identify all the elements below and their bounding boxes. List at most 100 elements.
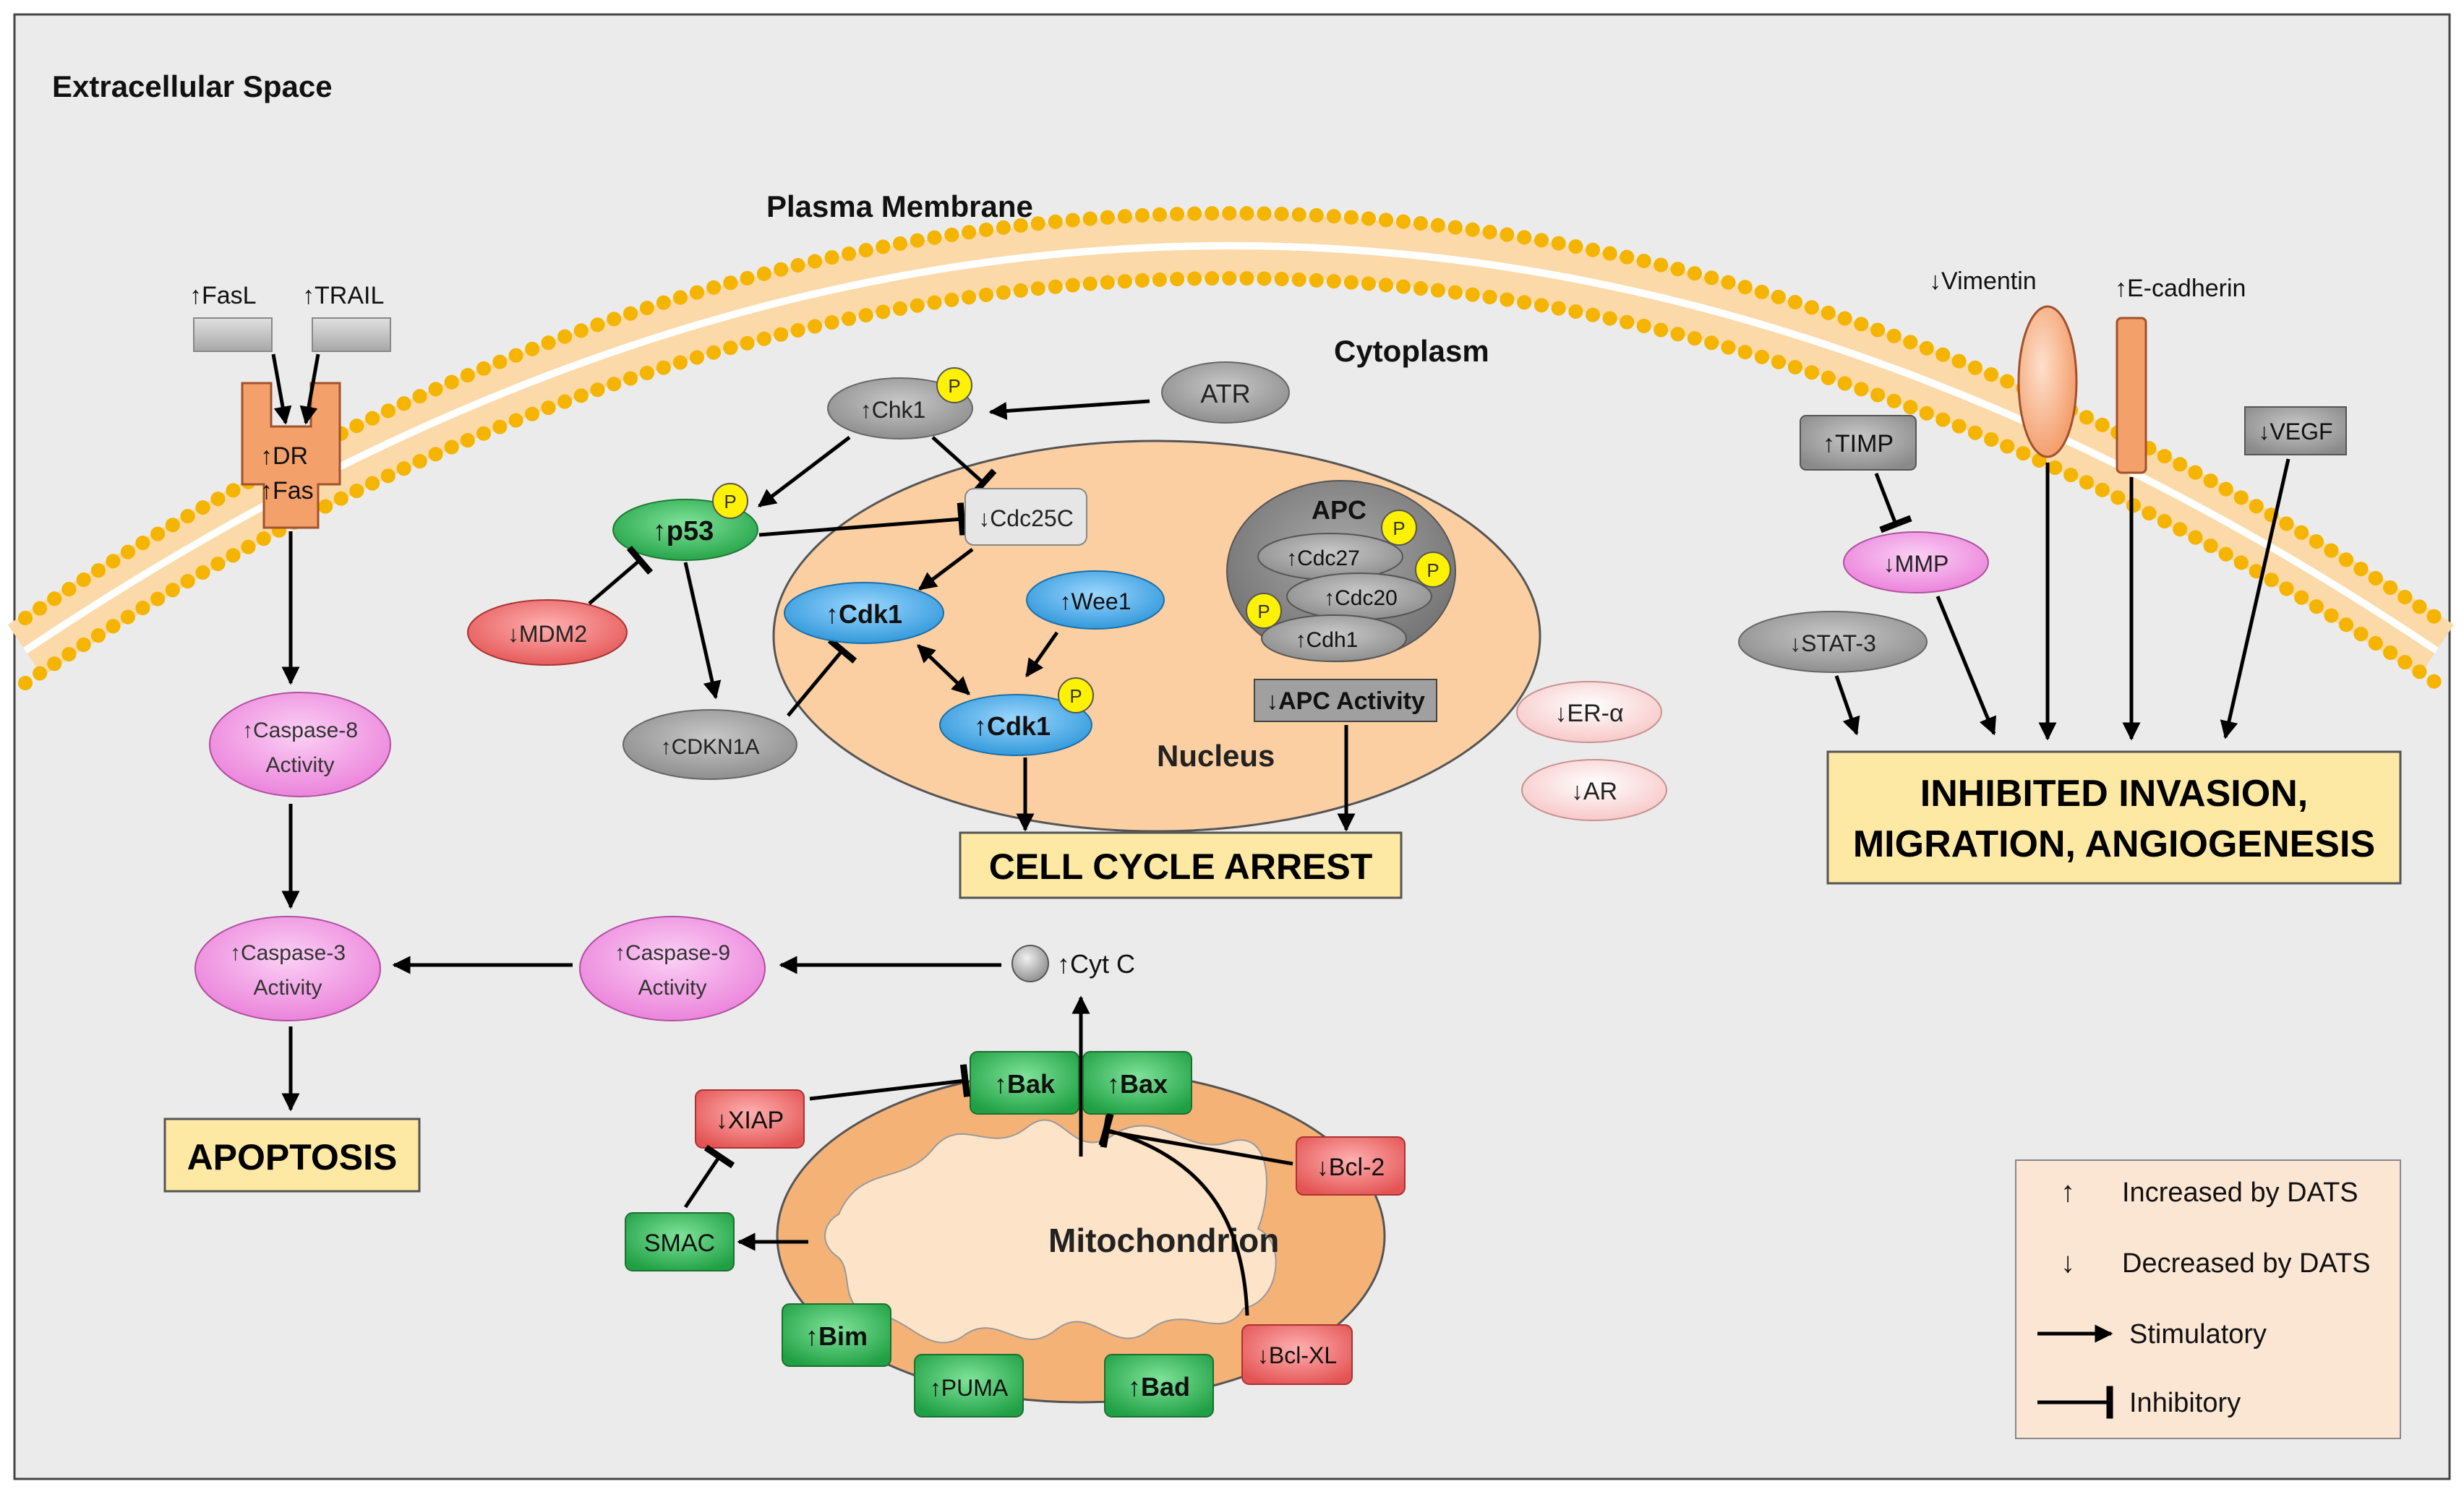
fasl-ligand	[193, 317, 273, 352]
smac-label: SMAC	[644, 1230, 715, 1257]
vegf-label: ↓VEGF	[2258, 419, 2332, 445]
cdk1-node-a	[784, 582, 944, 644]
bim-node	[782, 1303, 891, 1367]
caspase-3-activity: Activity	[253, 976, 322, 1000]
apoptosis-label: APOPTOSIS	[187, 1137, 398, 1178]
invasion-outcome-line2: MIGRATION, ANGIOGENESIS	[1853, 823, 2375, 865]
bim-label: ↑Bim	[805, 1321, 868, 1351]
bclxl-label: ↓Bcl-XL	[1257, 1342, 1337, 1368]
puma-node	[914, 1354, 1024, 1417]
ar-label: ↓AR	[1571, 778, 1617, 805]
cytc-label: ↑Cyt C	[1057, 949, 1135, 979]
caspase-9-activity: Activity	[638, 976, 706, 1000]
chk1-phospho-icon	[936, 367, 972, 403]
caspase-9-node	[579, 916, 766, 1021]
cdk1-a-label: ↑Cdk1	[826, 599, 902, 629]
p53-phospho-icon	[712, 483, 748, 519]
label-extracellular: Extracellular Space	[52, 69, 333, 103]
mdm2-label: ↓MDM2	[508, 621, 587, 647]
caspase-3-label: ↑Caspase-3	[230, 941, 346, 965]
legend-down-icon: ↓	[2061, 1247, 2075, 1279]
cdc20-label: ↑Cdc20	[1324, 586, 1398, 610]
chk1-node	[827, 377, 973, 439]
cdh1-phospho-label: P	[1257, 601, 1270, 622]
bax-node	[1082, 1051, 1192, 1115]
apc-activity-box	[1254, 679, 1437, 722]
mdm2-node	[467, 599, 628, 666]
bclxl-node	[1241, 1324, 1353, 1385]
ar-node	[1521, 759, 1667, 821]
p53-label: ↑p53	[653, 516, 714, 546]
cytochrome-c-icon	[1011, 945, 1049, 982]
cdh1-label: ↑Cdh1	[1296, 628, 1359, 652]
ecadherin-label: ↑E-cadherin	[2115, 275, 2246, 302]
legend-increased: Increased by DATS	[2122, 1178, 2358, 1208]
caspase-8-label: ↑Caspase-8	[242, 719, 358, 742]
cdc27-phospho-label: P	[1393, 518, 1405, 539]
smac-node	[625, 1212, 735, 1271]
mmp-node	[1843, 531, 1989, 593]
cdk1-node-b	[939, 694, 1092, 756]
atr-node	[1161, 361, 1290, 424]
bcl2-node	[1296, 1136, 1406, 1196]
cdc20-phospho-icon	[1415, 552, 1451, 588]
cdc27-label: ↑Cdc27	[1286, 546, 1360, 570]
cdh1-phospho-icon	[1246, 593, 1282, 629]
bad-label: ↑Bad	[1128, 1372, 1190, 1402]
bad-node	[1104, 1354, 1214, 1417]
caspase-3-node	[194, 916, 381, 1021]
p53-phospho-label: P	[724, 491, 736, 512]
chk1-label: ↑Chk1	[860, 397, 926, 423]
vegf-node	[2244, 406, 2347, 455]
cdkn1a-label: ↑CDKN1A	[661, 735, 760, 759]
ecadherin-protein	[2116, 317, 2147, 474]
legend-decreased: Decreased by DATS	[2122, 1248, 2371, 1279]
timp-label: ↑TIMP	[1823, 430, 1894, 458]
vimentin-label: ↓Vimentin	[1929, 267, 2037, 295]
legend-up-icon: ↑	[2061, 1176, 2075, 1208]
stat3-node	[1738, 611, 1928, 673]
atr-label: ATR	[1200, 379, 1250, 408]
apoptosis-outcome	[163, 1118, 421, 1193]
wee1-node	[1026, 570, 1165, 630]
fas-label: ↑Fas	[260, 477, 314, 505]
er-alpha-label: ↓ER-α	[1554, 700, 1623, 727]
invasion-outcome-line1: INHIBITED INVASION,	[1920, 773, 2308, 815]
label-mitochondrion: Mitochondrion	[1048, 1222, 1279, 1259]
cdkn1a-node	[623, 709, 797, 780]
xiap-node	[695, 1089, 805, 1149]
mmp-label: ↓MMP	[1883, 551, 1949, 577]
bax-label: ↑Bax	[1107, 1069, 1168, 1099]
chk1-phospho-label: P	[948, 375, 960, 397]
er-alpha-node	[1516, 681, 1662, 743]
trail-label: ↑TRAIL	[302, 282, 384, 309]
cdc25c-node	[964, 488, 1087, 546]
cdk1-phospho-icon	[1058, 677, 1094, 713]
cell-cycle-arrest-label: CELL CYCLE ARREST	[989, 846, 1373, 887]
cdk1-phospho-label: P	[1069, 685, 1082, 707]
cdc27-phospho-icon	[1381, 510, 1417, 546]
caspase-9-label: ↑Caspase-9	[615, 941, 730, 965]
bak-label: ↑Bak	[994, 1069, 1056, 1099]
cell-cycle-arrest-outcome	[959, 831, 1403, 899]
puma-label: ↑PUMA	[930, 1375, 1009, 1401]
fasl-label: ↑FasL	[189, 282, 257, 309]
timp-node	[1800, 415, 1917, 471]
wee1-label: ↑Wee1	[1059, 588, 1131, 614]
caspase-8-node	[209, 692, 391, 797]
label-cytoplasm: Cytoplasm	[1334, 334, 1489, 368]
legend-stimulatory: Stimulatory	[2129, 1319, 2267, 1350]
bcl2-label: ↓Bcl-2	[1317, 1154, 1385, 1181]
label-plasma-membrane: Plasma Membrane	[766, 189, 1033, 223]
cdc20-phospho-label: P	[1426, 559, 1439, 581]
legend: ↑ Increased by DATS ↓ Decreased by DATS …	[2015, 1159, 2401, 1439]
label-nucleus: Nucleus	[1157, 739, 1275, 773]
xiap-label: ↓XIAP	[716, 1107, 784, 1134]
stat3-label: ↓STAT-3	[1789, 630, 1876, 656]
cdk1-b-label: ↑Cdk1	[974, 711, 1051, 741]
dr-label: ↑DR	[260, 442, 308, 470]
cdh1-node	[1261, 614, 1407, 662]
mitochondrion-cristae	[824, 1119, 1277, 1344]
vimentin-protein	[2017, 305, 2078, 458]
